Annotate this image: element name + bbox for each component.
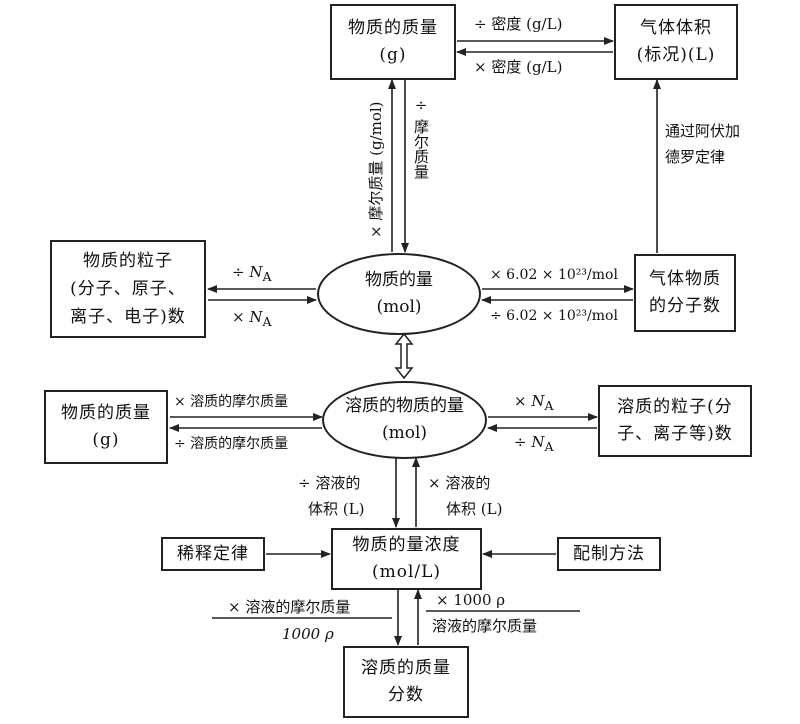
label-div-na-text: ÷ N: [232, 263, 263, 281]
node-mass-fraction-line2: 分数: [388, 685, 424, 705]
label-div-molar-mass: ÷ 摩尔质量: [412, 96, 430, 179]
label-mul-na2-sub: A: [544, 398, 554, 413]
label-mul-na: × NA: [232, 307, 272, 332]
node-solute-particles-line2: 子、离子等)数: [617, 424, 733, 444]
label-mul-na2: × NA: [514, 391, 554, 416]
node-dilution: 稀释定律: [161, 537, 265, 571]
node-solute-amount-line1: 溶质的物质的量: [345, 396, 464, 416]
node-gas-molecules-line2: 的分子数: [649, 296, 721, 316]
label-div-solution-volume: ÷ 溶液的 体积 (L): [298, 470, 364, 522]
node-amount: 物质的量 (mol): [317, 253, 481, 335]
node-amount-line1: 物质的量: [365, 270, 433, 290]
node-mass-left-line2: (g): [92, 430, 120, 450]
node-mass-left: 物质的质量 (g): [44, 390, 168, 464]
label-div-na2-sub: A: [544, 439, 554, 454]
label-mul-density: × 密度 (g/L): [474, 58, 563, 76]
label-avogadro-law-line1: 通过阿伏加: [665, 122, 741, 140]
node-gas-molecules: 气体物质 的分子数: [634, 254, 736, 332]
node-gas-volume-line2: (标况)(L): [636, 45, 716, 65]
node-solute-amount: 溶质的物质的量 (mol): [322, 381, 487, 459]
node-mass-top-line1: 物质的质量: [348, 18, 438, 38]
node-gas-molecules-line1: 气体物质: [649, 269, 721, 289]
node-concentration-line2: (mol/L): [371, 562, 442, 582]
node-gas-volume: 气体体积 (标况)(L): [614, 4, 738, 80]
node-solute-amount-line2: (mol): [381, 423, 428, 443]
node-mass-top-line2: (g): [379, 45, 407, 65]
node-particles-line1: 物质的粒子: [83, 251, 173, 271]
node-concentration: 物质的量浓度 (mol/L): [331, 528, 482, 590]
label-avogadro-law-line2: 德罗定律: [665, 148, 726, 166]
label-div-solution-volume-line1: ÷ 溶液的: [298, 474, 361, 492]
node-solute-particles: 溶质的粒子(分 子、离子等)数: [598, 385, 752, 457]
node-concentration-line1: 物质的量浓度: [352, 535, 461, 555]
label-mul-avogadro: × 6.02 × 10²³/mol: [490, 267, 618, 283]
node-amount-line2: (mol): [376, 297, 422, 317]
node-particles-line3: 离子、电子)数: [70, 307, 186, 327]
label-frac-right-den: 溶液的摩尔质量: [432, 617, 538, 635]
double-arrow-amount-solute: [394, 332, 414, 380]
label-div-na-sub: A: [262, 269, 272, 284]
label-div-density: ÷ 密度 (g/L): [474, 15, 563, 33]
node-particles: 物质的粒子 (分子、原子、 离子、电子)数: [50, 240, 206, 338]
node-dilution-text: 稀释定律: [177, 543, 249, 564]
label-div-na2-text: ÷ N: [514, 433, 545, 451]
label-frac-left-den: 1000 ρ: [282, 625, 334, 643]
label-mul-solution-volume-line1: × 溶液的: [428, 474, 491, 492]
label-mul-na2-text: × N: [514, 392, 545, 410]
node-solute-particles-line1: 溶质的粒子(分: [617, 397, 733, 417]
node-preparation-text: 配制方法: [573, 543, 645, 564]
node-gas-volume-line1: 气体体积: [640, 18, 712, 38]
label-frac-right-num: × 1000 ρ: [436, 591, 506, 609]
label-mul-molar-mass: × 摩尔质量 (g/mol): [367, 101, 385, 238]
label-div-na2: ÷ NA: [514, 432, 554, 457]
label-mul-solution-volume-line2: 体积 (L): [446, 500, 503, 518]
label-mul-solute-molar-mass: × 溶质的摩尔质量: [174, 394, 289, 410]
node-mass-left-line1: 物质的质量: [61, 403, 151, 423]
label-mul-na-sub: A: [262, 314, 272, 329]
label-frac-left-num: × 溶液的摩尔质量: [228, 598, 351, 616]
label-mul-na-text: × N: [232, 308, 263, 326]
label-div-na: ÷ NA: [232, 262, 272, 287]
label-avogadro-law: 通过阿伏加 德罗定律: [665, 118, 740, 170]
label-div-solute-molar-mass: ÷ 溶质的摩尔质量: [174, 436, 289, 452]
node-mass-top: 物质的质量 (g): [330, 4, 456, 80]
label-div-solution-volume-line2: 体积 (L): [308, 500, 365, 518]
node-mass-fraction: 溶质的质量 分数: [343, 646, 469, 718]
label-div-avogadro: ÷ 6.02 × 10²³/mol: [490, 308, 618, 324]
label-mul-solution-volume: × 溶液的 体积 (L): [428, 470, 502, 522]
node-particles-line2: (分子、原子、: [70, 279, 186, 299]
node-mass-fraction-line1: 溶质的质量: [361, 658, 451, 678]
node-preparation: 配制方法: [557, 537, 661, 571]
